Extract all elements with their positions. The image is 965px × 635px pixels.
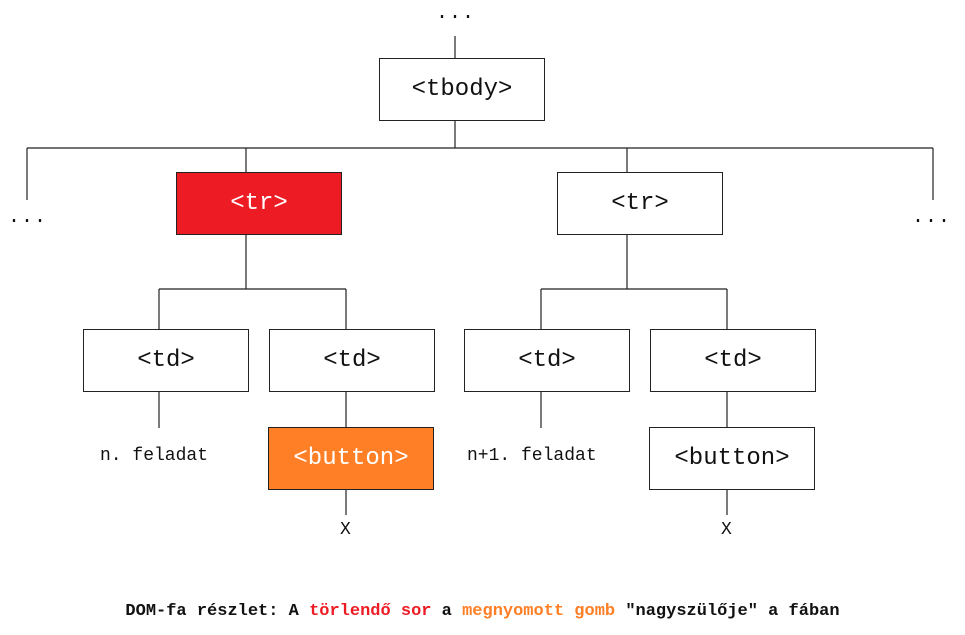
tr-node-highlighted: <tr> — [176, 172, 342, 235]
diagram-caption: DOM-fa részlet: A törlendő sor a megnyom… — [0, 602, 965, 621]
td-node-1: <td> — [83, 329, 249, 392]
x-label-2: X — [721, 520, 732, 540]
caption-part-3: "nagyszülője" a fában — [615, 602, 840, 621]
tr-node: <tr> — [557, 172, 723, 235]
caption-part-1: DOM-fa részlet: A — [125, 602, 310, 621]
tbody-node: <tbody> — [379, 58, 545, 121]
caption-highlight-button: megnyomott gomb — [462, 602, 616, 621]
td-node-2: <td> — [269, 329, 435, 392]
button-node: <button> — [649, 427, 815, 490]
caption-part-2: a — [431, 602, 463, 621]
left-ellipsis: ... — [8, 206, 48, 229]
text-node-n1-feladat: n+1. feladat — [467, 446, 597, 466]
td-node-4: <td> — [650, 329, 816, 392]
right-ellipsis: ... — [912, 206, 952, 229]
top-ellipsis: ... — [436, 2, 476, 25]
x-label-1: X — [340, 520, 351, 540]
caption-highlight-row: törlendő sor — [309, 602, 432, 621]
td-node-3: <td> — [464, 329, 630, 392]
button-node-highlighted: <button> — [268, 427, 434, 490]
text-node-n-feladat: n. feladat — [100, 446, 209, 466]
